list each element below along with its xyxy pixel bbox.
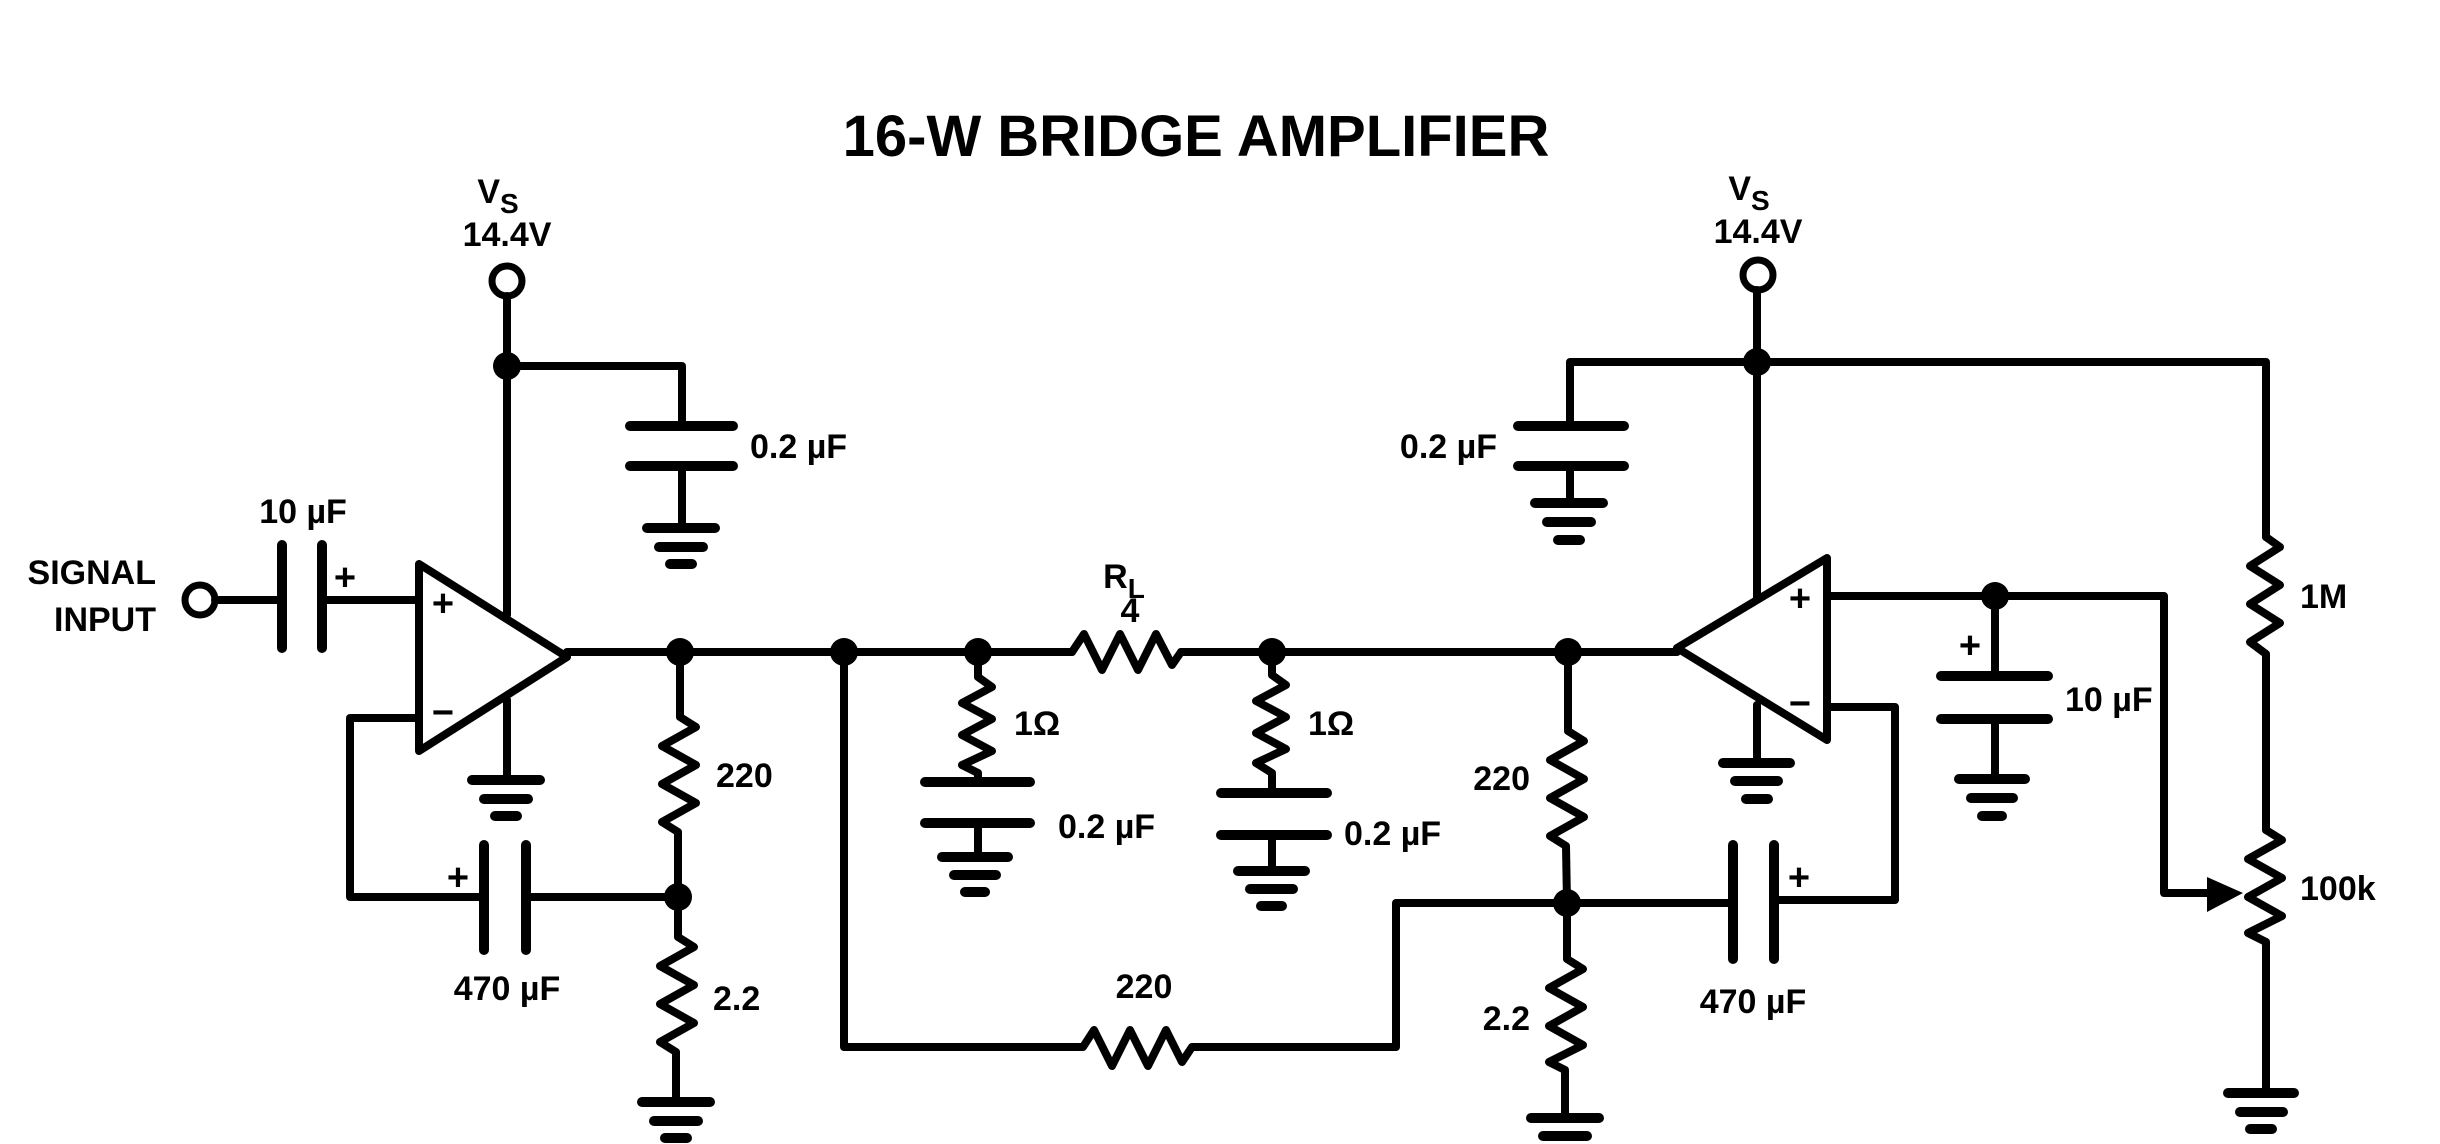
bypass-capacitor-left-label: 0.2 µF — [750, 428, 847, 466]
cross-resistor: 220 — [840, 648, 1571, 1070]
bias-network: + 10 µF 1M 100k — [1823, 533, 2376, 1134]
ground-icon — [1526, 1113, 1604, 1141]
load-resistor-value: 4 — [1121, 592, 1140, 630]
output-bus — [563, 638, 1681, 666]
feedback-capacitor-right-label: 470 µF — [1700, 983, 1807, 1021]
signal-input-label-line2: INPUT — [54, 601, 156, 639]
zobel-capacitor-left-label: 0.2 µF — [1058, 808, 1155, 846]
supply-left: VS 14.4V — [463, 173, 686, 619]
input-capacitor-plus: + — [334, 557, 356, 599]
bypass-capacitor-left: 0.2 µF — [625, 421, 847, 569]
left-feedback: + 470 µF 220 2.2 — [346, 646, 773, 1143]
wiper-arrow-icon — [2207, 877, 2243, 912]
ground-icon — [642, 523, 720, 569]
supply-left-name: VS — [477, 173, 518, 219]
supply-right-terminal — [1739, 256, 1777, 294]
left-amplifier-minus: − — [432, 692, 454, 734]
feedback-capacitor-left-plus: + — [447, 857, 469, 899]
ground-icon — [1530, 498, 1608, 545]
ground-resistor-right-label: 2.2 — [1483, 1000, 1530, 1038]
ground-icon — [1718, 758, 1795, 804]
ground-icon — [2223, 1088, 2299, 1134]
cross-resistor-label: 220 — [1116, 968, 1173, 1006]
left-amplifier: + − — [415, 560, 571, 821]
right-amplifier-minus: − — [1789, 683, 1811, 725]
feedback-capacitor-left-label: 470 µF — [454, 970, 561, 1008]
signal-input-terminal — [181, 581, 219, 619]
zobel-network-right: 1Ω 0.2 µF — [1216, 648, 1441, 911]
right-amplifier-plus: + — [1789, 578, 1811, 620]
feedback-resistor-right-label: 220 — [1473, 760, 1530, 798]
zobel-network-left: 1Ω 0.2 µF — [920, 648, 1155, 897]
load-resistor-label: RL — [1103, 558, 1145, 604]
load-resistor: RL 4 — [1068, 558, 1185, 674]
input-capacitor: + 10 µF — [211, 493, 423, 653]
feedback-capacitor-right-plus: + — [1788, 857, 1810, 899]
bias-capacitor-label: 10 µF — [2065, 681, 2153, 719]
diagram-title: 16-W BRIDGE AMPLIFIER — [843, 104, 1550, 169]
ground-icon — [1233, 866, 1310, 911]
supply-left-voltage: 14.4V — [463, 216, 552, 254]
left-amplifier-plus: + — [432, 583, 454, 625]
potentiometer-label: 100k — [2300, 870, 2376, 908]
bias-resistor-label: 1M — [2300, 578, 2347, 616]
ground-resistor-left-label: 2.2 — [713, 980, 760, 1018]
zobel-resistor-left-label: 1Ω — [1014, 705, 1060, 743]
right-amplifier: + − — [1673, 554, 1831, 804]
input-capacitor-label: 10 µF — [259, 493, 347, 531]
ground-icon — [467, 775, 545, 821]
signal-input: SIGNAL INPUT — [28, 554, 219, 639]
supply-right-voltage: 14.4V — [1714, 213, 1803, 251]
right-feedback: 220 2.2 + 470 µF — [1473, 648, 1899, 1141]
bias-capacitor-plus: + — [1959, 625, 1981, 667]
ground-icon — [1954, 774, 2030, 821]
bypass-capacitor-right: 0.2 µF — [1400, 421, 1629, 545]
supply-right: VS 14.4V — [1566, 170, 2270, 602]
zobel-capacitor-right-label: 0.2 µF — [1344, 815, 1441, 853]
supply-right-name: VS — [1728, 170, 1769, 216]
zobel-resistor-right-label: 1Ω — [1308, 705, 1354, 743]
ground-icon — [937, 852, 1013, 897]
feedback-resistor-left-label: 220 — [716, 757, 773, 795]
bypass-capacitor-right-label: 0.2 µF — [1400, 428, 1497, 466]
ground-icon — [637, 1097, 715, 1143]
supply-left-terminal — [488, 262, 526, 300]
junction — [666, 638, 694, 666]
signal-input-label-line1: SIGNAL — [28, 554, 156, 592]
